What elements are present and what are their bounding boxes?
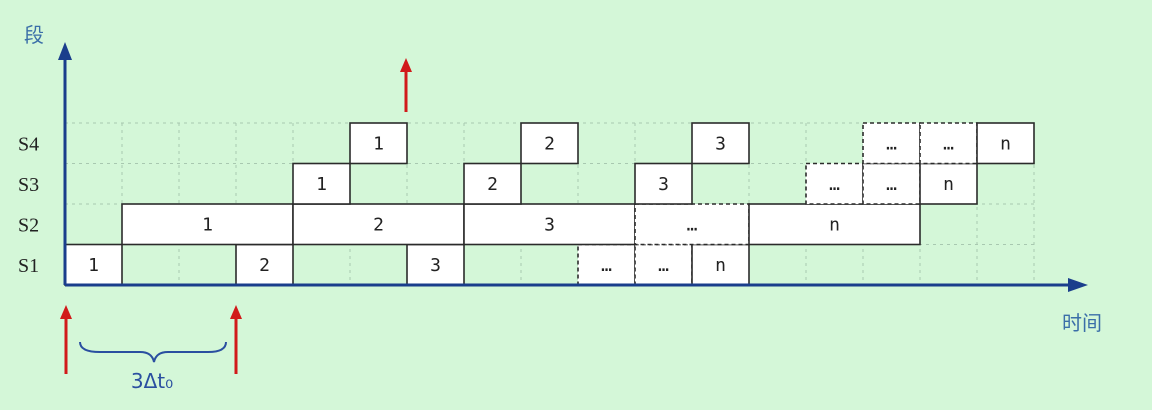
y-axis-arrowhead [58,42,72,60]
stage-block-label: n [1000,133,1011,154]
stage-block-label: n [943,174,954,195]
stage-block-label: 2 [487,174,498,195]
stage-block [349,122,408,165]
duration-brace [79,341,227,363]
x-axis-arrowhead [1068,278,1088,292]
stage-block [292,203,465,246]
stage-block-label: … [601,255,612,276]
stage-block-label: … [943,133,954,154]
stage-block-label: … [658,255,669,276]
x-axis-label: 时间 [1062,311,1102,335]
red-arrow-3dt-head [230,305,242,319]
stage-block-label: n [829,214,840,235]
stage-block-label: 3 [715,133,726,154]
stage-block-label: … [886,133,897,154]
stage-block-label: 1 [202,214,213,235]
stage-block-label: 3 [544,214,555,235]
stage-block-label: … [886,174,897,195]
stage-block [919,162,978,205]
stage-block [634,203,750,246]
red-arrow-start-head [60,305,72,319]
stage-block-label: 3 [658,174,669,195]
stage-block-label: 2 [373,214,384,235]
stage-block [463,162,522,205]
stage-block-label: 2 [544,133,555,154]
stage-block [463,203,636,246]
stage-block [520,122,579,165]
stage-block [121,203,294,246]
stage-block-label: 3 [430,255,441,276]
stage-block-label: 1 [373,133,384,154]
stage-block-label: … [829,174,840,195]
stage-block-label: … [687,214,698,235]
stage-block [292,162,351,205]
duration-label: 3Δt₀ [131,369,173,393]
y-axis-label: 段 [24,23,44,47]
stage-block-label: 2 [259,255,270,276]
stage-block [691,122,750,165]
red-arrow-top-head [400,58,412,72]
stage-label: S4 [18,133,39,155]
stage-block [805,162,864,205]
stage-label: S3 [18,174,39,196]
stage-block-label: n [715,255,726,276]
stage-block [406,243,465,286]
stage-block [976,122,1035,165]
stage-label: S2 [18,214,39,236]
stage-label: S1 [18,255,39,277]
stage-block [634,162,693,205]
stage-block-label: 1 [88,255,99,276]
stage-block-label: 1 [316,174,327,195]
